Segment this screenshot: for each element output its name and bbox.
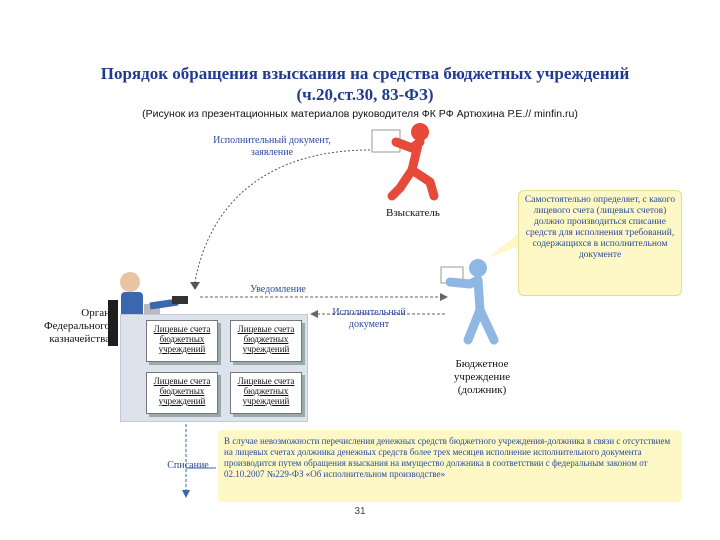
exec-document-2-label: Исполнительный документ bbox=[332, 307, 406, 330]
write-off-arrowhead bbox=[182, 490, 190, 498]
self-determination-note: Самостоятельно определяет, с какого лице… bbox=[518, 190, 682, 296]
slide-subtitle: (Рисунок из презентационных материалов р… bbox=[142, 108, 578, 120]
exec-document-arrowhead bbox=[190, 282, 200, 290]
collector-figure bbox=[371, 123, 439, 201]
exec-document-arrow bbox=[194, 149, 371, 283]
page-number: 31 bbox=[354, 506, 366, 517]
account-card-1: Лицевые счета бюджетных учреждений bbox=[146, 320, 218, 362]
account-card-2: Лицевые счета бюджетных учреждений bbox=[230, 320, 302, 362]
title-line-2: (ч.20,ст.30, 83-ФЗ) bbox=[296, 85, 434, 104]
exec-document-2-arrowhead bbox=[310, 310, 318, 318]
bottom-note: В случае невозможности перечисления дене… bbox=[218, 430, 682, 502]
debtor-figure bbox=[440, 259, 499, 345]
callout-pointer bbox=[488, 232, 520, 258]
collector-label: Взыскатель bbox=[386, 207, 440, 219]
title-line-1: Порядок обращения взыскания на средства … bbox=[100, 64, 630, 83]
exec-document-label: Исполнительный документ, заявление bbox=[213, 135, 331, 158]
account-card-4: Лицевые счета бюджетных учреждений bbox=[230, 372, 302, 414]
debtor-label: Бюджетное учреждение (должник) bbox=[453, 358, 511, 396]
write-off-label: Списание bbox=[167, 460, 209, 471]
notification-arrowhead bbox=[440, 293, 448, 301]
authority-label: Орган Федерального казначейства bbox=[43, 307, 110, 345]
slide-title: Порядок обращения взыскания на средства … bbox=[30, 63, 700, 105]
notification-label: Уведомление bbox=[250, 284, 306, 295]
account-card-3: Лицевые счета бюджетных учреждений bbox=[146, 372, 218, 414]
